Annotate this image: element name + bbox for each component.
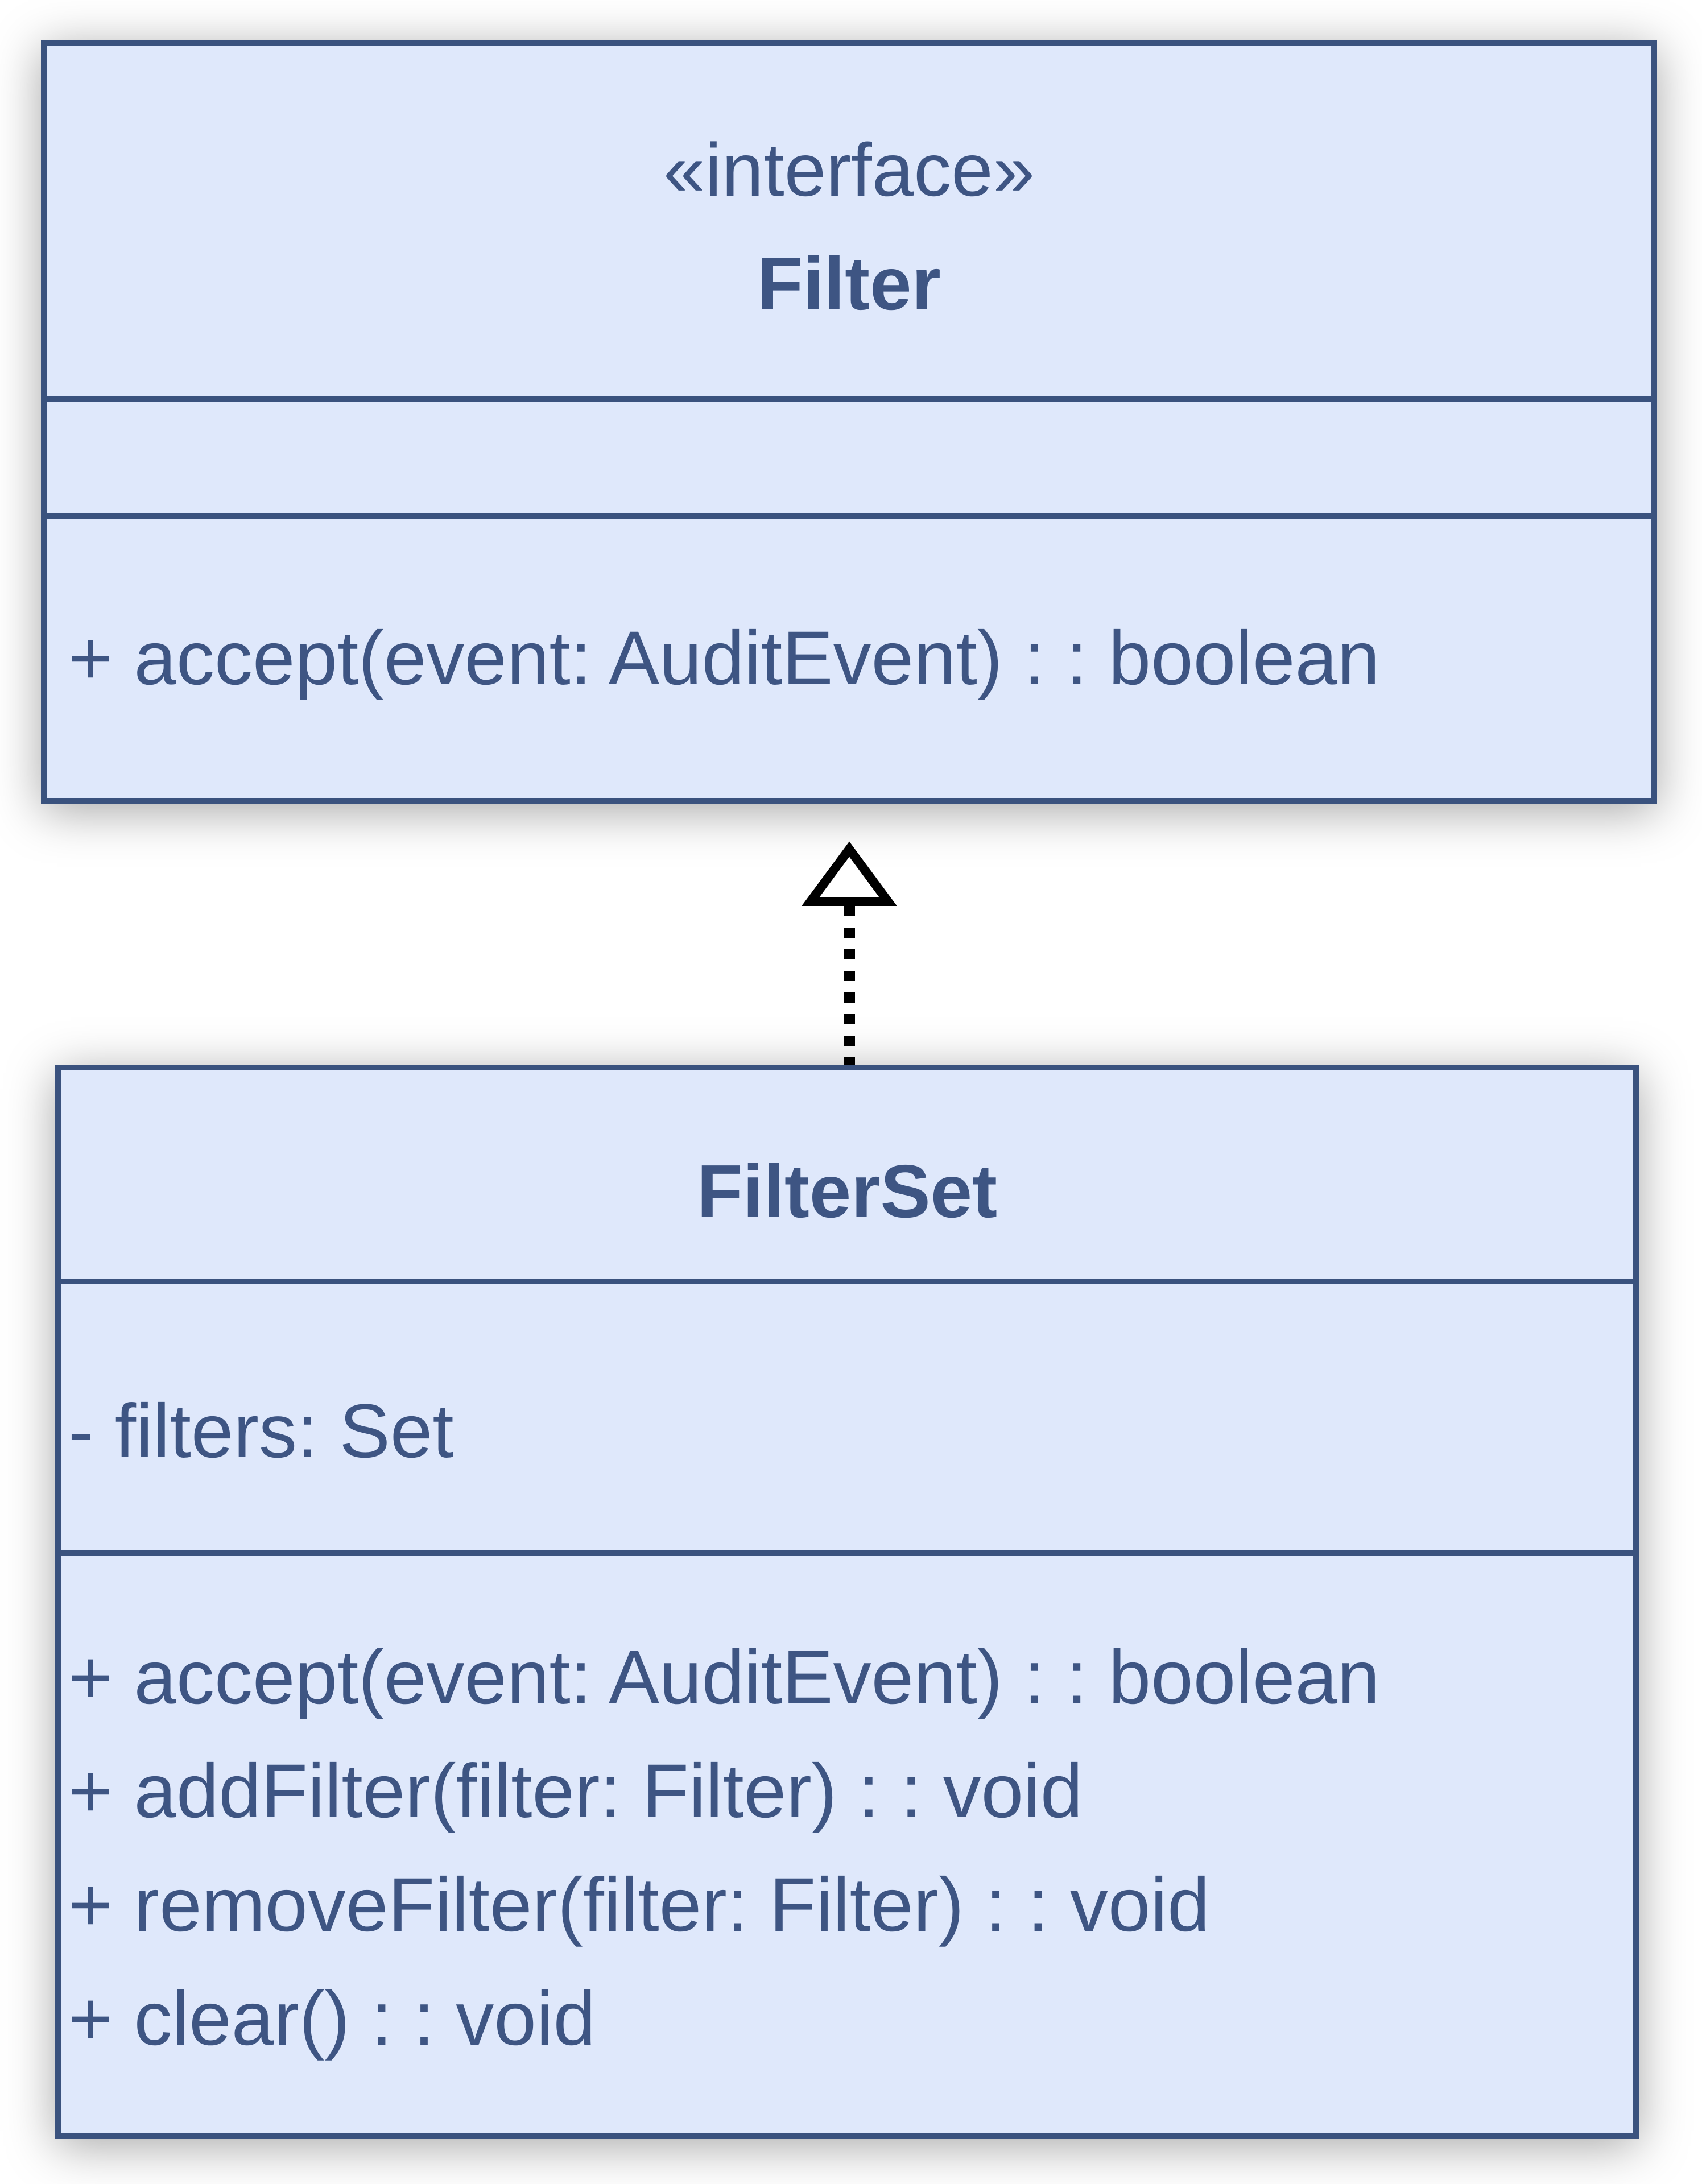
filter-header-compartment: «interface» Filter bbox=[47, 46, 1651, 396]
filterset-class-name: FilterSet bbox=[696, 1149, 998, 1233]
method-add-filter: + addFilter(filter: Filter) : : void bbox=[68, 1748, 1083, 1834]
filterset-attributes-compartment: - filters: Set bbox=[61, 1279, 1633, 1550]
hollow-triangle-arrowhead bbox=[802, 841, 897, 906]
uml-class-filterset: FilterSet - filters: Set + accept(event:… bbox=[55, 1065, 1639, 2138]
attribute-filters: - filters: Set bbox=[68, 1388, 454, 1474]
filter-methods-compartment: + accept(event: AuditEvent) : : boolean bbox=[47, 513, 1651, 798]
method-remove-filter: + removeFilter(filter: Filter) : : void bbox=[68, 1862, 1210, 1947]
filter-attributes-compartment bbox=[47, 396, 1651, 513]
uml-class-filter: «interface» Filter + accept(event: Audit… bbox=[41, 40, 1657, 804]
filterset-header-compartment: FilterSet bbox=[61, 1070, 1633, 1279]
filterset-methods-compartment: + accept(event: AuditEvent) : : boolean … bbox=[61, 1550, 1633, 2133]
method-accept: + accept(event: AuditEvent) : : boolean bbox=[68, 1635, 1380, 1720]
method-clear: + clear() : : void bbox=[68, 1976, 596, 2061]
interface-stereotype: «interface» bbox=[663, 127, 1035, 212]
filter-class-name: Filter bbox=[757, 241, 941, 325]
method-accept: + accept(event: AuditEvent) : : boolean bbox=[68, 615, 1380, 701]
realization-arrow bbox=[802, 841, 897, 1068]
